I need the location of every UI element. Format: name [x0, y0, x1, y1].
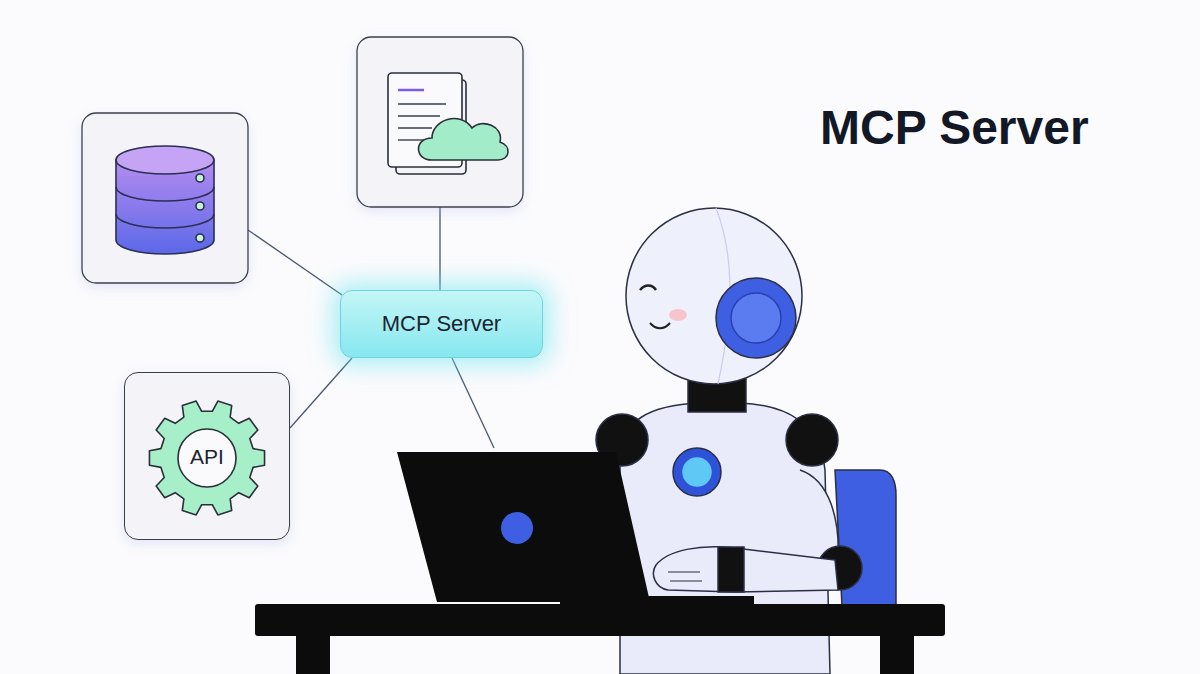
laptop-part: [397, 452, 650, 602]
database-box: [82, 113, 248, 283]
database-icon-part: [116, 187, 214, 201]
server-box: MCP Server: [340, 290, 543, 358]
robot-part: [716, 278, 796, 358]
cloud-document-box: [357, 37, 523, 207]
robot-hand: [653, 547, 838, 592]
cloud-document-box-part-part: [398, 115, 440, 116]
database-icon-part: [196, 202, 204, 210]
cloud-document-box-part-part: [398, 127, 432, 128]
robot-part: [626, 208, 802, 384]
cloud-document-box-part-part: [398, 103, 446, 104]
link-lines-part: [452, 358, 494, 448]
desk: [255, 604, 945, 674]
cloud-document-box-part: [419, 119, 509, 160]
icon-label: API: [190, 445, 224, 469]
page-title: MCP Server: [820, 100, 1089, 155]
robot-part: [731, 293, 781, 343]
robot-part: [640, 286, 656, 291]
robot-part: [786, 414, 838, 466]
laptop: [397, 452, 754, 604]
desk-part: [296, 636, 330, 674]
gear-shape: [149, 401, 264, 515]
database-icon: [116, 146, 214, 254]
robot-part: [683, 458, 711, 486]
robot-part: [673, 448, 721, 496]
connector-line: [290, 358, 352, 428]
link-lines-part: [439, 207, 440, 290]
link-lines-part: [248, 230, 342, 295]
api-box: API: [124, 372, 290, 540]
laptop-part: [560, 596, 754, 604]
gear-hub: [178, 429, 236, 487]
robot-hand-part: [653, 547, 838, 592]
desk-part: [255, 604, 945, 636]
robot-part: [669, 309, 687, 321]
laptop-part: [501, 512, 533, 544]
robot-hand-part: [668, 572, 702, 581]
database-icon-part: [116, 214, 214, 228]
desk-part: [880, 636, 914, 674]
robot-hand-part: [718, 547, 744, 592]
database-icon-part: [196, 174, 204, 182]
cloud-document-box-part: [398, 89, 424, 92]
cloud-document-box-part: [357, 37, 523, 207]
database-icon-part: [116, 146, 214, 174]
robot-part: [650, 323, 670, 328]
database-icon-part: [196, 234, 204, 242]
node-label: MCP Server: [382, 311, 501, 337]
database-box-part: [82, 113, 248, 283]
